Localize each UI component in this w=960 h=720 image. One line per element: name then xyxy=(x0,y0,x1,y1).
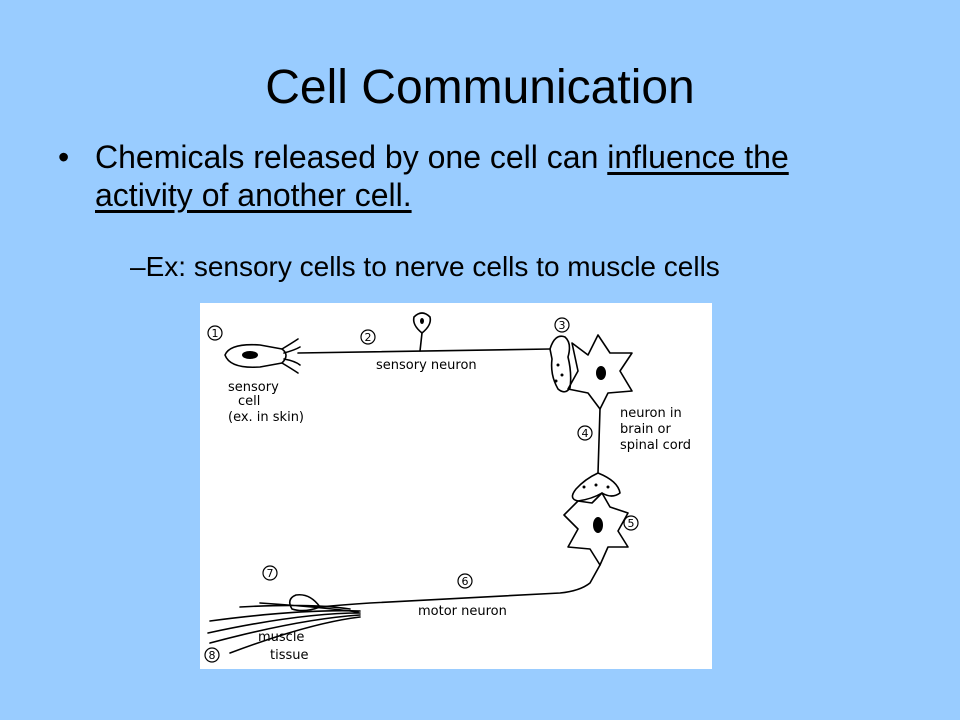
diagram-svg: 1 2 3 4 5 6 7 8 sensory cell (ex. in ski… xyxy=(204,312,691,663)
label-muscle-1: muscle xyxy=(258,630,304,645)
bullet-text-underlined: influence the activity of another cell. xyxy=(95,139,789,213)
marker-1-circle xyxy=(207,325,223,341)
marker-5-circle xyxy=(623,515,639,531)
sub-bullet-point: –Ex: sensory cells to nerve cells to mus… xyxy=(130,250,910,284)
sub-bullet-marker: – xyxy=(130,251,146,282)
marker-8-circle xyxy=(204,647,220,663)
marker-2: 2 xyxy=(365,331,372,344)
synapse-5-terminal xyxy=(571,472,621,502)
label-neuron-3: spinal cord xyxy=(620,438,691,453)
sensory-neuron-axon xyxy=(297,348,551,354)
marker-5: 5 xyxy=(628,517,635,530)
neuron-pathway-diagram: 1 2 3 4 5 6 7 8 sensory cell (ex. in ski… xyxy=(200,303,712,669)
sensory-neuron-body xyxy=(412,312,432,334)
spinal-neuron xyxy=(563,492,629,566)
label-sensory-cell-3: (ex. in skin) xyxy=(228,410,304,425)
label-sensory-neuron: sensory neuron xyxy=(376,358,477,373)
label-sensory-cell-2: cell xyxy=(238,394,260,409)
bullet-text: Chemicals released by one cell can influ… xyxy=(95,138,895,214)
marker-6: 6 xyxy=(462,575,469,588)
marker-3-circle xyxy=(554,317,570,333)
synapse-3-terminal xyxy=(549,335,572,393)
muscle-fibers xyxy=(207,602,361,654)
marker-7-circle xyxy=(262,565,278,581)
sub-bullet-text: Ex: sensory cells to nerve cells to musc… xyxy=(145,251,720,282)
marker-6-circle xyxy=(457,573,473,589)
marker-2-circle xyxy=(360,329,376,345)
bullet-text-plain: Chemicals released by one cell can xyxy=(95,139,608,175)
bullet-marker: • xyxy=(58,139,70,175)
marker-7: 7 xyxy=(267,567,274,580)
sensory-neuron-stalk xyxy=(419,332,423,352)
sensory-cell-endings xyxy=(281,338,301,374)
marker-1: 1 xyxy=(212,327,219,340)
label-neuron-1: neuron in xyxy=(620,406,682,421)
brain-neuron-axon xyxy=(597,408,601,474)
label-sensory-cell-1: sensory xyxy=(228,380,279,395)
motor-end-plate xyxy=(288,593,321,612)
marker-3: 3 xyxy=(559,319,566,332)
label-motor-neuron: motor neuron xyxy=(418,604,507,619)
slide-title: Cell Communication xyxy=(265,61,695,114)
marker-8: 8 xyxy=(209,649,216,662)
marker-4-circle xyxy=(577,425,593,441)
sensory-cell-shape xyxy=(224,343,287,369)
motor-neuron-axon xyxy=(319,564,601,608)
label-muscle-2: tissue xyxy=(270,648,309,663)
marker-4: 4 xyxy=(582,427,589,440)
cell-nuclei xyxy=(242,318,610,533)
brain-neuron xyxy=(567,334,633,410)
label-neuron-2: brain or xyxy=(620,422,672,437)
